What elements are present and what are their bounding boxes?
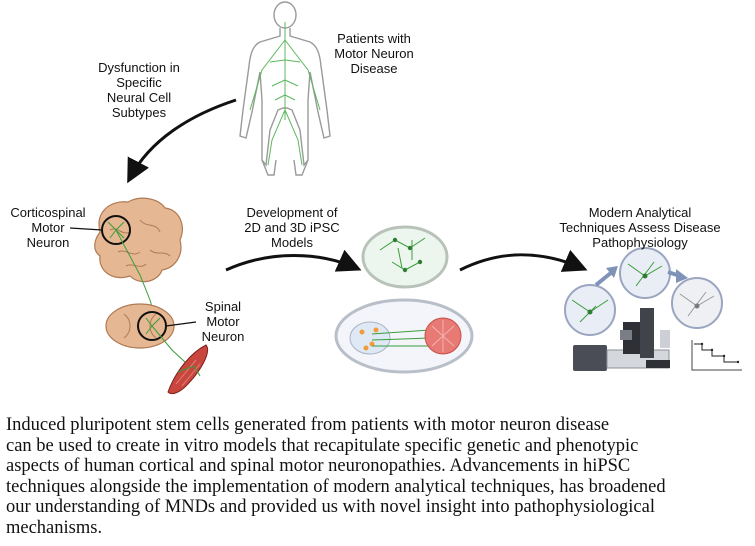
arrow-to-brain: [127, 98, 237, 184]
2d-culture-dish-icon: [361, 225, 449, 289]
muscle-icon: [167, 344, 208, 395]
figure-illustration: [69, 1, 742, 395]
analysis-bubble-middle: [619, 247, 671, 299]
brain-icon: [94, 197, 183, 283]
spinal-neuron-icon: [145, 317, 186, 363]
arrow-to-analysis: [459, 249, 588, 272]
caption-line: Induced pluripotent stem cells generated…: [6, 415, 610, 435]
survival-plot-icon: [690, 340, 742, 372]
caption-line: our understanding of MNDs and provided u…: [6, 497, 655, 518]
caption-line: mechanisms.: [6, 517, 103, 538]
analysis-bubble-right: [671, 277, 723, 329]
microscope-icon: [573, 308, 670, 371]
figure-caption: Induced pluripotent stem cells generated…: [6, 415, 751, 539]
caption-line: aspects of human cortical and spinal mot…: [6, 456, 631, 477]
caption-line: can be used to create in vitro models th…: [6, 435, 639, 456]
nervous-system-icon: [249, 22, 321, 166]
caption-line: techniques alongside the implementation …: [6, 476, 666, 497]
3d-organoid-dish-icon: [334, 298, 474, 374]
analysis-arrow-blue-left: [594, 270, 614, 287]
arrow-to-ipsc-models: [225, 249, 362, 272]
analysis-bubble-left: [564, 284, 616, 336]
corticospinal-neuron-icon: [107, 221, 157, 321]
spinal-cord-icon: [105, 303, 175, 349]
